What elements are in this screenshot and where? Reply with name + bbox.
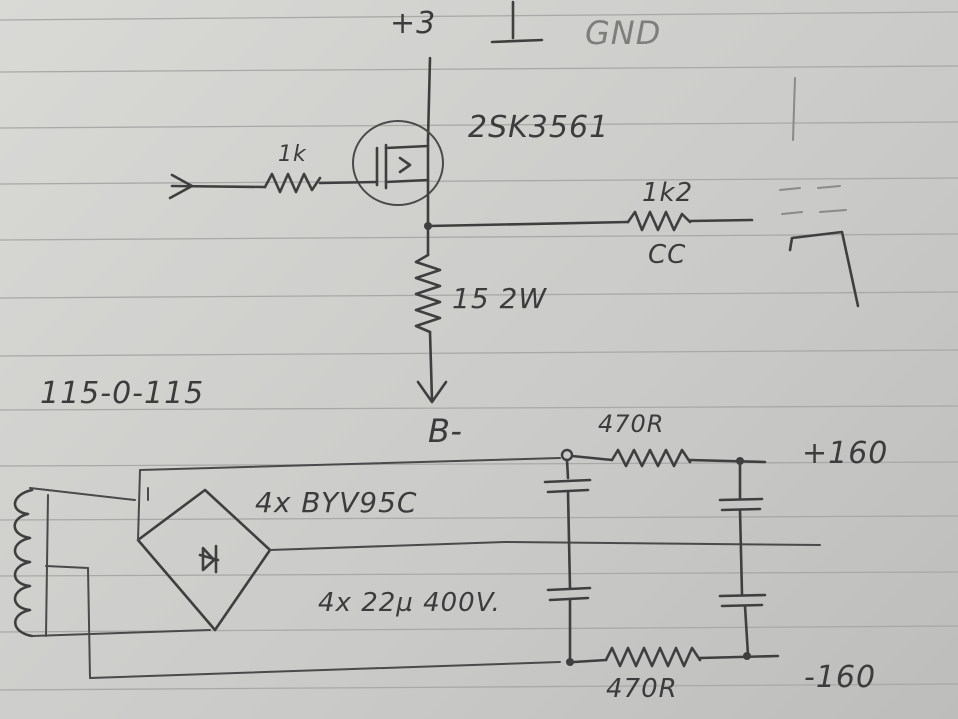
gate-resistor-label: 1k (278, 142, 307, 167)
bottom-resistor-label: 470R (606, 674, 678, 704)
transformer-label: 115-0-115 (40, 376, 205, 411)
bridge-label: 4x BYV95C (255, 486, 418, 519)
output-branch (424, 210, 754, 232)
mosfet-part-label: 2SK3561 (468, 110, 610, 145)
ground-symbol (490, 0, 544, 44)
bottom-rail-label: -160 (804, 660, 877, 695)
ground-label: GND (585, 14, 662, 52)
b-minus-label: B- (428, 412, 463, 450)
right-side-marks (779, 77, 860, 308)
output-resistor-note: CC (648, 240, 687, 270)
transformer-symbol (13, 487, 561, 679)
mosfet-symbol (352, 120, 444, 228)
output-resistor-label: 1k2 (642, 178, 694, 208)
top-rail-label: +160 (802, 436, 889, 471)
source-resistor (414, 224, 448, 404)
supply-plus-label: +3 (390, 6, 437, 41)
bridge-rectifier (136, 457, 821, 632)
source-resistor-label: 15 2W (452, 282, 548, 315)
top-resistor-label: 470R (598, 410, 665, 438)
capacitor-column-left (543, 448, 592, 666)
drain-wire (426, 56, 432, 142)
capacitors-label: 4x 22µ 400V. (318, 588, 501, 618)
capacitor-column-right (718, 459, 767, 660)
gate-input (168, 172, 379, 200)
bottom-resistor (572, 646, 780, 668)
